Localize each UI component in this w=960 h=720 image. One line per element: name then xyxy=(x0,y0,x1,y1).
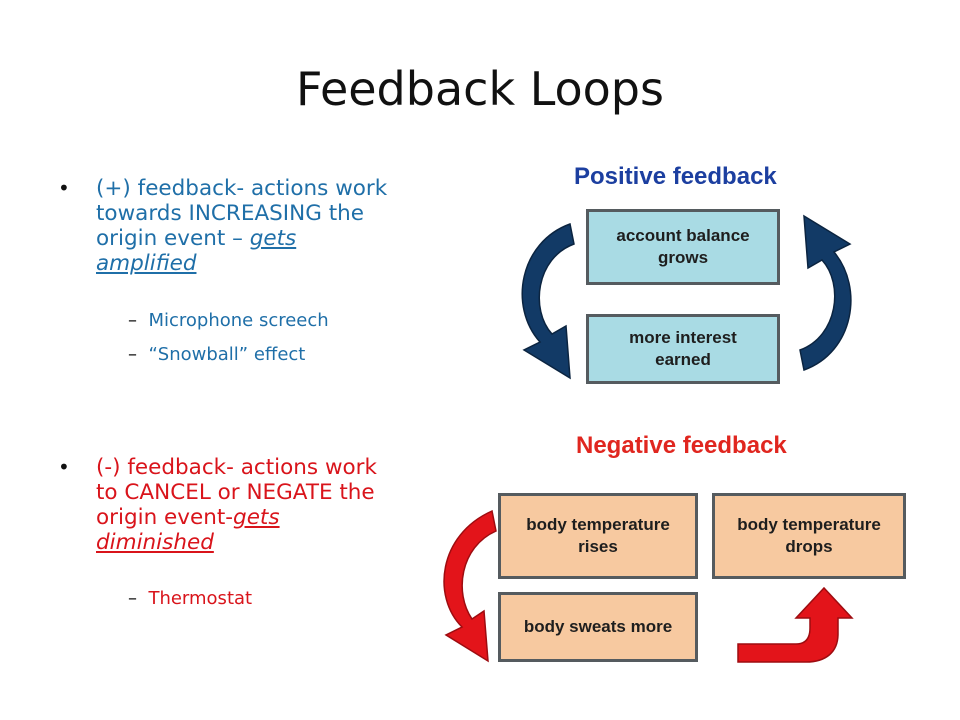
negative-sub-item-1-text: Thermostat xyxy=(148,588,253,609)
negative-bullet-main: (-) feedback- actions work to CANCEL or … xyxy=(96,455,377,530)
more-interest-box: more interest earned xyxy=(586,314,780,384)
temperature-drops-box: body temperature drops xyxy=(712,493,906,579)
temperature-rises-box: body temperature rises xyxy=(498,493,698,579)
positive-sub-item-2: – “Snowball” effect xyxy=(128,344,305,365)
negative-bullet-text: (-) feedback- actions work to CANCEL or … xyxy=(96,455,403,555)
negative-sub-item-1: – Thermostat xyxy=(128,588,252,609)
positive-sub-item-1-text: Microphone screech xyxy=(148,310,329,331)
red-turn-up-arrow-icon xyxy=(737,586,854,663)
positive-feedback-title: Positive feedback xyxy=(574,163,777,190)
bullet-dot-icon: • xyxy=(58,176,70,200)
positive-sub-item-2-text: “Snowball” effect xyxy=(148,344,306,365)
negative-feedback-title: Negative feedback xyxy=(576,432,787,459)
dash-icon: – xyxy=(128,344,137,365)
slide-title: Feedback Loops xyxy=(296,62,664,116)
positive-bullet-text: (+) feedback- actions work towards INCRE… xyxy=(96,176,403,276)
curved-arrow-up-icon xyxy=(799,214,852,372)
bullet-dot-icon: • xyxy=(58,455,70,479)
positive-bullet-emphasis: gets amplified xyxy=(96,226,297,276)
account-balance-box: account balance grows xyxy=(586,209,780,285)
positive-bullet-main: (+) feedback- actions work towards INCRE… xyxy=(96,176,388,251)
curved-arrow-down-icon xyxy=(521,222,575,380)
positive-sub-item-1: – Microphone screech xyxy=(128,310,329,331)
sweats-more-box: body sweats more xyxy=(498,592,698,662)
dash-icon: – xyxy=(128,310,137,331)
dash-icon: – xyxy=(128,588,137,609)
positive-feedback-bullet: • (+) feedback- actions work towards INC… xyxy=(58,176,403,276)
negative-feedback-bullet: • (-) feedback- actions work to CANCEL o… xyxy=(58,455,403,555)
negative-bullet-emphasis: gets diminished xyxy=(96,505,280,555)
red-curved-arrow-down-icon xyxy=(443,509,497,663)
